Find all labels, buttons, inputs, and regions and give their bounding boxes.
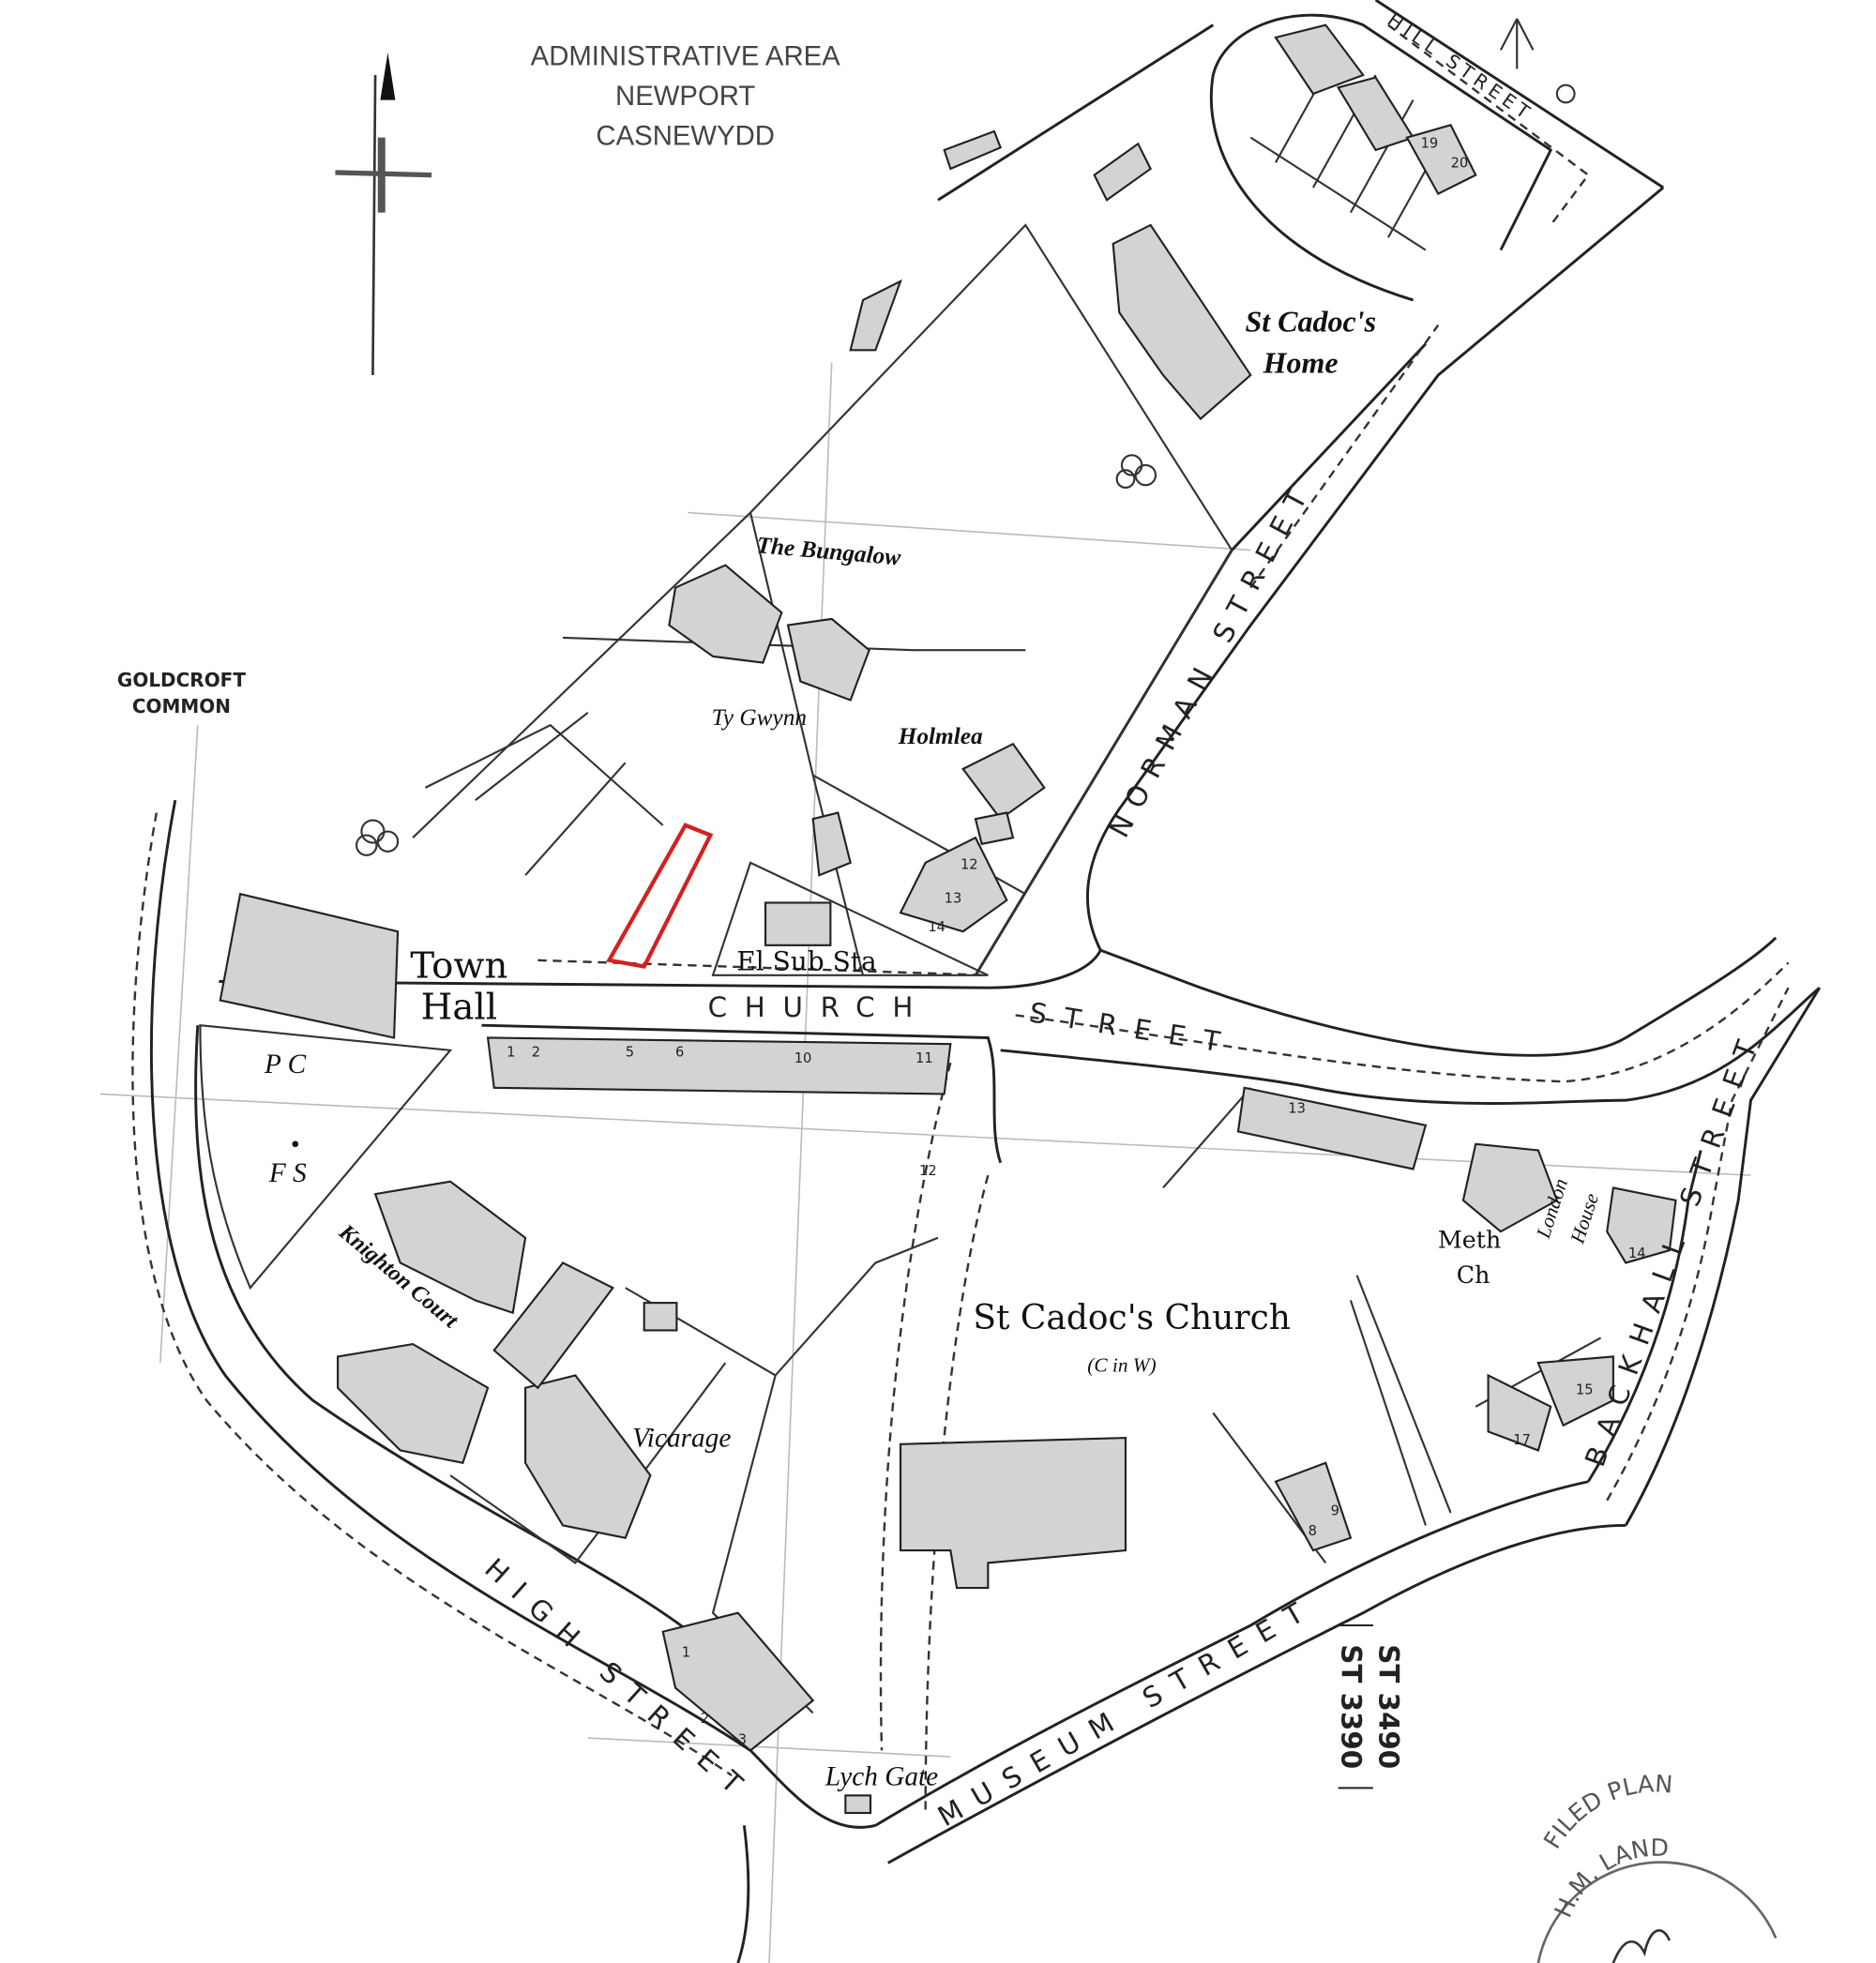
label-lych-gate: Lych Gate — [825, 1762, 938, 1792]
house-number: 1 — [682, 1644, 690, 1660]
label-common: COMMON — [132, 695, 231, 717]
label-meth: Meth — [1438, 1225, 1501, 1253]
house-number: 13 — [1288, 1100, 1306, 1116]
house-number: 2 — [532, 1044, 540, 1060]
house-number: 14 — [928, 919, 946, 935]
roads — [131, 0, 1822, 1963]
label-el-sub-sta: El Sub Sta — [736, 946, 876, 977]
label-c-in-w: (C in W) — [1087, 1353, 1156, 1376]
house-number: 14 — [1628, 1246, 1646, 1261]
label-fs: F S — [268, 1158, 307, 1188]
house-number: 15 — [1576, 1382, 1594, 1397]
admin-area-casnewydd: CASNEWYDD — [596, 121, 775, 152]
label-goldcroft: GOLDCROFT — [117, 669, 246, 691]
buildings — [219, 23, 1677, 1815]
house-numbers: 1 2 5 6 10 11 12 13 14 15 17 19 20 12 13… — [507, 135, 1645, 1747]
house-number: 13 — [945, 891, 962, 907]
house-number: 9 — [1331, 1503, 1339, 1519]
house-number: 19 — [1421, 135, 1439, 151]
label-st-cadocs-home-2: Home — [1263, 345, 1339, 379]
highlighted-plot[interactable] — [606, 823, 714, 969]
conifer-icon — [1499, 18, 1535, 69]
grid-ref-st3390: ST 3390 — [1336, 1644, 1368, 1769]
house-number: 8 — [1309, 1523, 1317, 1539]
grid-ref-st3490: ST 3490 — [1373, 1644, 1405, 1769]
label-vicarage: Vicarage — [632, 1423, 731, 1453]
label-town: Town — [410, 945, 507, 988]
label-st-cadocs-church: St Cadoc's Church — [973, 1299, 1291, 1337]
label-holmlea: Holmlea — [898, 723, 983, 749]
house-number: 2 — [701, 1711, 709, 1727]
north-arrow-icon — [335, 52, 432, 375]
house-number: 17 — [1513, 1432, 1531, 1448]
admin-area-newport: NEWPORT — [615, 81, 755, 112]
house-number: 3 — [738, 1732, 747, 1748]
label-hall: Hall — [421, 986, 497, 1028]
admin-area-title: ADMINISTRATIVE AREA — [531, 40, 841, 71]
house-number: 11 — [915, 1050, 933, 1066]
house-number: 12 — [919, 1163, 937, 1179]
tree-icon — [356, 83, 1576, 856]
label-ch: Ch — [1457, 1261, 1490, 1289]
house-number: 1 — [507, 1044, 515, 1060]
house-number: 12 — [961, 857, 978, 873]
street-church: CHURCH — [708, 991, 930, 1023]
label-ty-gwynn: Ty Gwynn — [712, 704, 807, 731]
house-number: 5 — [626, 1044, 634, 1060]
house-number: 20 — [1451, 156, 1469, 172]
house-number: 10 — [794, 1050, 812, 1066]
label-pc: P C — [264, 1049, 307, 1080]
house-number: 6 — [675, 1044, 684, 1060]
label-st-cadocs-home-1: St Cadoc's — [1246, 304, 1377, 338]
